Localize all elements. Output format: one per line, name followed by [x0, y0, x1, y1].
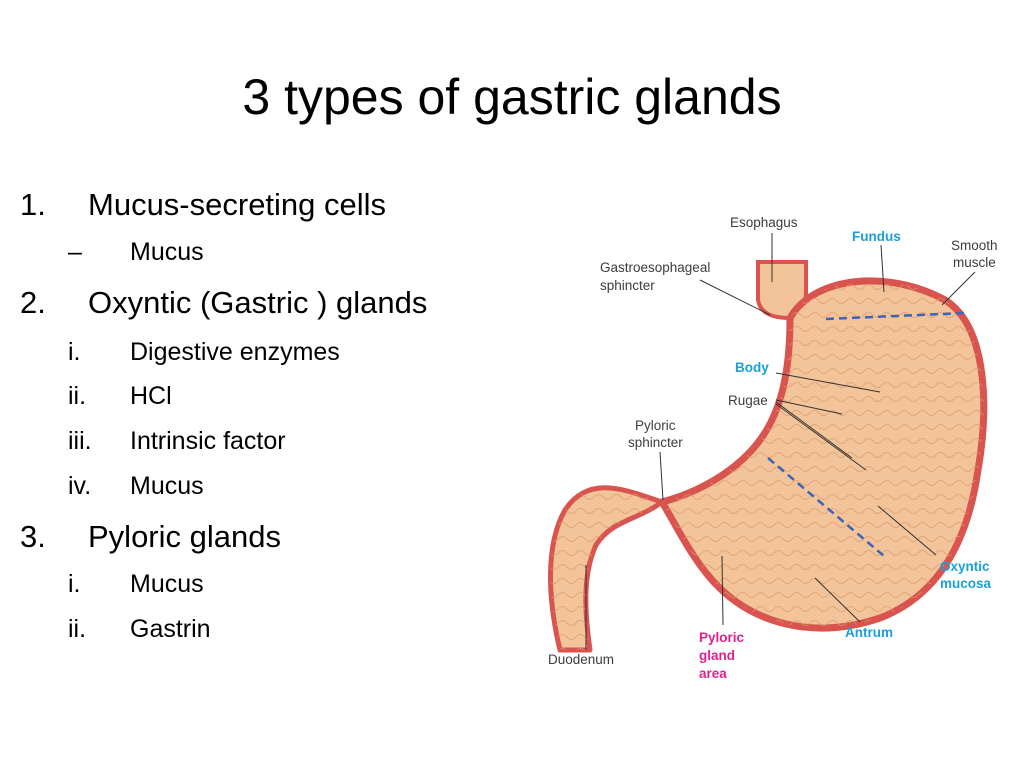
label-oxyntic-mucosa-line2: mucosa: [940, 576, 992, 591]
label-duodenum: Duodenum: [548, 652, 614, 667]
sub-list-item-text: Mucus: [130, 472, 204, 500]
list-number: 3.: [20, 519, 46, 554]
sub-list-number: ii.: [68, 382, 87, 410]
label-pyloric-sphincter-line1: Pyloric: [635, 418, 676, 433]
sub-list-item-text: Gastrin: [130, 615, 211, 643]
sub-list-item-text: Mucus: [130, 570, 204, 598]
list-item-text: Oxyntic (Gastric ) glands: [88, 285, 428, 320]
label-gastroesophageal-sphincter-line2: sphincter: [600, 278, 655, 293]
label-pyloric-gland-area-line1: Pyloric: [699, 630, 745, 645]
sub-list-number: ii.: [68, 615, 87, 643]
label-rugae: Rugae: [728, 393, 768, 408]
list-item-text: Mucus-secreting cells: [88, 187, 387, 222]
label-antrum: Antrum: [845, 625, 893, 640]
sub-list-number: i.: [68, 338, 81, 366]
label-pyloric-sphincter-line2: sphincter: [628, 435, 683, 450]
duodenum-shape: [548, 485, 665, 653]
sub-list-number: i.: [68, 570, 81, 598]
slide-title: 3 types of gastric glands: [242, 69, 782, 125]
sub-list-item-text: Digestive enzymes: [130, 338, 340, 366]
sub-list-item-text: Intrinsic factor: [130, 427, 286, 455]
sub-list-item-text: HCl: [130, 382, 172, 410]
sub-list-bullet: –: [68, 238, 82, 266]
label-pyloric-gland-area-line3: area: [699, 666, 727, 681]
fundus-divider-line: [825, 311, 966, 321]
label-oxyntic-mucosa-line1: Oxyntic: [940, 559, 990, 574]
sub-list-number: iii.: [68, 427, 92, 455]
sub-list-number: iv.: [68, 472, 92, 500]
label-smooth-muscle-line2: muscle: [953, 255, 996, 270]
sub-list-item-text: Mucus: [130, 238, 204, 266]
leader-lines: [585, 233, 976, 650]
list-number: 1.: [20, 187, 46, 222]
label-pyloric-gland-area-line2: gland: [699, 648, 735, 663]
label-gastroesophageal-sphincter-line1: Gastroesophageal: [600, 260, 710, 275]
label-fundus: Fundus: [852, 229, 901, 244]
label-esophagus: Esophagus: [730, 215, 798, 230]
list-number: 2.: [20, 285, 46, 320]
stomach-shape: [658, 277, 988, 632]
label-body: Body: [735, 360, 769, 375]
stomach-diagram: Esophagus Fundus Smooth muscle Gastroeso…: [530, 195, 1024, 695]
stomach-illustration: Esophagus Fundus Smooth muscle Gastroeso…: [548, 215, 998, 681]
label-smooth-muscle-line1: Smooth: [951, 238, 998, 253]
list-item-text: Pyloric glands: [88, 519, 281, 554]
